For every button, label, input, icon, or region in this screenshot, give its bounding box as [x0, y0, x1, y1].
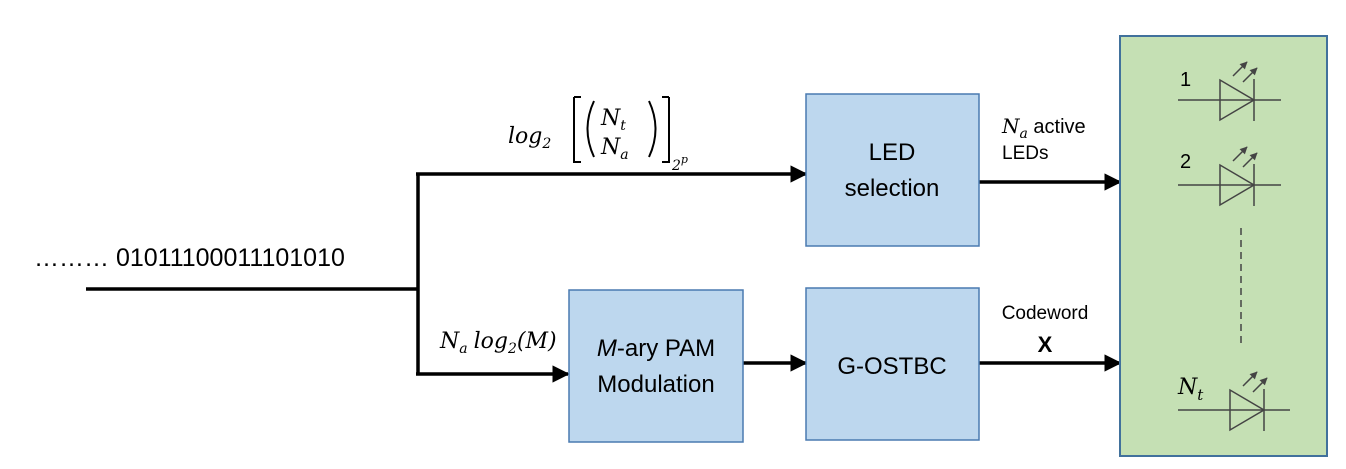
active-leds-label: Na active LEDs — [1001, 114, 1086, 164]
led-nt-label: Nt — [1177, 375, 1204, 404]
pam-modulation-block: M-ary PAM Modulation — [568, 289, 744, 443]
svg-text:2p: 2p — [671, 153, 688, 174]
svg-text:M-ary PAM: M-ary PAM — [597, 335, 715, 362]
led-1-symbol — [1178, 61, 1281, 122]
svg-text:log2: log2 — [508, 124, 551, 152]
svg-text:Modulation: Modulation — [597, 371, 714, 398]
gostbc-block: G-OSTBC — [805, 287, 980, 441]
svg-text:Na active: Na active — [1001, 114, 1086, 142]
led-array-panel: 1 2 Nt — [1119, 35, 1328, 457]
svg-text:Nt: Nt — [600, 106, 626, 134]
svg-text:Na: Na — [600, 135, 629, 163]
led-selection-block: LED selection — [805, 93, 980, 247]
svg-text:X: X — [1038, 332, 1053, 357]
signal-lines — [86, 165, 1122, 383]
input-bitstream: ……… 01011100011101010 — [34, 244, 345, 272]
codeword-label: Codeword X — [1002, 303, 1089, 357]
led-nt-symbol — [1178, 371, 1290, 432]
svg-text:G-OSTBC: G-OSTBC — [837, 353, 946, 380]
led-1-label: 1 — [1180, 69, 1191, 91]
top-branch-label: log2 Nt Na 2p — [508, 96, 688, 174]
svg-text:selection: selection — [845, 175, 940, 202]
led-2-label: 2 — [1180, 151, 1191, 173]
svg-text:Codeword: Codeword — [1002, 303, 1089, 324]
svg-text:LEDs: LEDs — [1002, 143, 1048, 164]
svg-text:LED: LED — [869, 139, 916, 166]
led-2-symbol — [1178, 146, 1281, 207]
